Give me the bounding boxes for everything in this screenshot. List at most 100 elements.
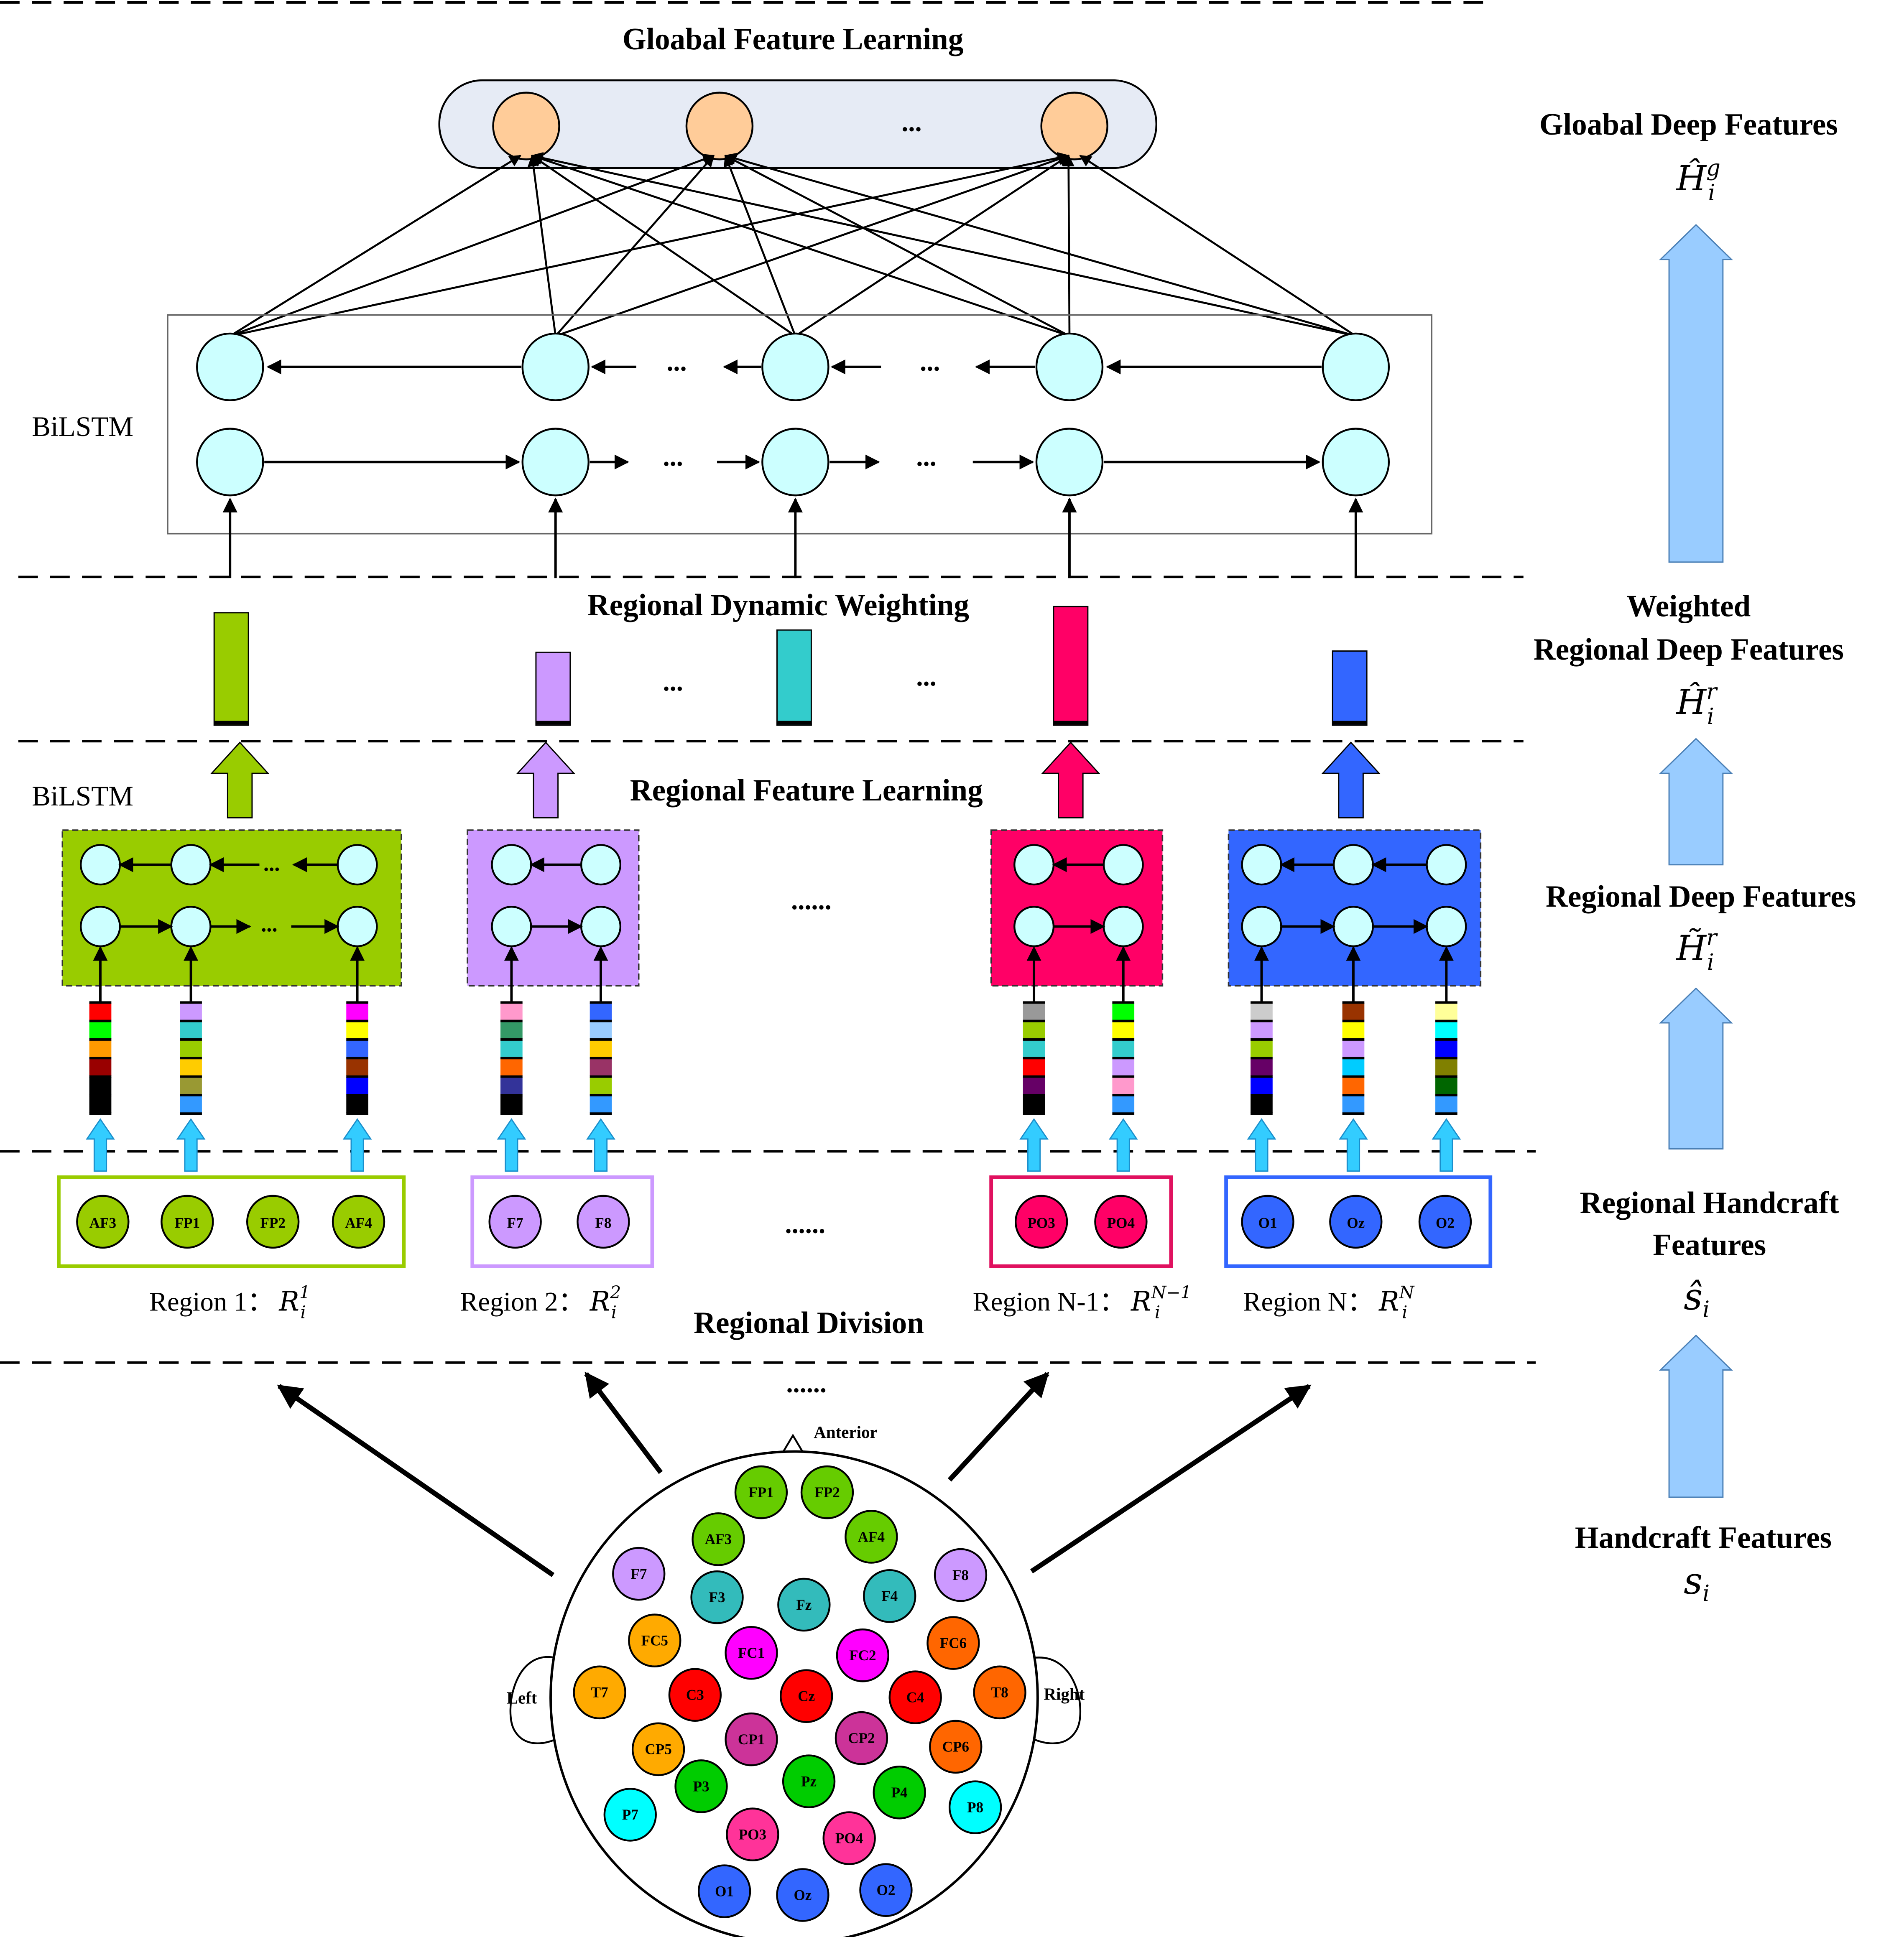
bilstm-backward-node — [1035, 332, 1104, 401]
feature-cell — [590, 1058, 612, 1076]
bilstm-top-box — [167, 314, 1433, 535]
feature-cell — [1112, 1058, 1135, 1076]
feature-cell — [346, 1077, 368, 1095]
feature-cell — [346, 1040, 368, 1058]
weight-bar — [1332, 650, 1368, 726]
feature-cell — [89, 1096, 112, 1113]
feature-cell — [1342, 1003, 1365, 1021]
head-anterior-label: Anterior — [814, 1422, 877, 1442]
math-handcraft: si — [1684, 1559, 1710, 1606]
head-electrode-label: P8 — [967, 1799, 983, 1815]
region-electrode — [1418, 1195, 1472, 1249]
region-output-arrow — [210, 741, 270, 818]
region-electrode — [1014, 1195, 1068, 1249]
right-arrow-handcraft — [1659, 1334, 1733, 1498]
title-regional-dynamic-weighting: Regional Dynamic Weighting — [587, 587, 969, 622]
feature-cell — [89, 1003, 112, 1021]
global-edge — [555, 153, 1070, 337]
feature-cell — [1023, 1077, 1045, 1095]
head-electrode — [888, 1670, 942, 1724]
feature-cell — [1023, 1040, 1045, 1058]
head-electrode — [776, 1868, 829, 1922]
feature-cell — [89, 1040, 112, 1058]
head-electrode-label: C4 — [906, 1689, 924, 1705]
feature-cell — [1251, 1040, 1273, 1058]
feature-cell — [180, 1003, 202, 1021]
feature-cell — [1112, 1003, 1135, 1021]
feature-cell — [500, 1022, 523, 1039]
global-edge — [724, 154, 796, 336]
head-electrode — [859, 1863, 913, 1917]
head-electrode-label: FC6 — [940, 1635, 967, 1651]
head-electrode — [973, 1665, 1026, 1720]
regional-backward-node — [1013, 844, 1055, 886]
global-edge — [229, 155, 521, 337]
region-electrode-label: O2 — [1436, 1215, 1455, 1231]
feature-cell — [1435, 1003, 1457, 1021]
head-arrow-4 — [1030, 1384, 1312, 1574]
head-electrode-label: CP5 — [645, 1741, 671, 1757]
head-electrode-label: F4 — [881, 1588, 898, 1604]
region-electrode-label: F7 — [507, 1215, 523, 1231]
feature-cell — [500, 1058, 523, 1076]
feature-cell — [1342, 1096, 1365, 1113]
global-edge — [795, 155, 1069, 337]
regional-forward-node — [170, 906, 212, 948]
head-electrode — [782, 1754, 836, 1808]
head-electrode — [835, 1711, 888, 1765]
regional-forward-node — [1103, 906, 1144, 948]
regional-forward-node — [1426, 906, 1467, 948]
head-electrode — [948, 1780, 1002, 1834]
region-electrode — [246, 1195, 300, 1249]
region-electrode-label: AF3 — [89, 1215, 116, 1231]
feature-cell — [500, 1040, 523, 1058]
head-left-label: Left — [507, 1688, 537, 1707]
regional-backward-node — [337, 844, 378, 886]
feature-cell — [1112, 1096, 1135, 1113]
global-edge — [531, 153, 1070, 337]
weight-bar — [213, 612, 249, 726]
global-edge — [230, 153, 715, 337]
head-electrode-label: T7 — [591, 1685, 608, 1701]
head-electrode — [725, 1626, 778, 1680]
bilstm-backward-node — [196, 332, 264, 401]
head-right-ear — [1034, 1657, 1082, 1744]
region-electrode-label: FP1 — [175, 1215, 200, 1231]
feature-cell — [500, 1096, 523, 1113]
regional-backward-node — [1241, 844, 1282, 886]
head-electrode — [822, 1811, 876, 1865]
head-electrode — [573, 1665, 626, 1720]
feature-cell — [1435, 1096, 1457, 1113]
feature-cell — [1023, 1022, 1045, 1039]
head-electrode — [929, 1720, 983, 1774]
feature-input-arrow — [342, 1118, 372, 1172]
region-electrode — [577, 1195, 630, 1249]
right-arrow-global — [1659, 224, 1733, 563]
regional-forward-node — [1013, 906, 1055, 948]
separators — [0, 1, 1536, 1364]
feature-cell — [346, 1096, 368, 1113]
regional-backward-node — [1426, 844, 1467, 886]
feature-cell — [89, 1077, 112, 1095]
feature-cell — [590, 1003, 612, 1021]
weight-ellipsis-1: ... — [663, 666, 683, 696]
head-left-ear — [509, 1656, 556, 1744]
weight-bar — [1053, 606, 1089, 726]
bilstm-ellipsis: ... — [916, 441, 936, 472]
label-regional-handcraft: Regional Handcraft — [1580, 1185, 1839, 1220]
region-electrode-label: AF4 — [345, 1215, 372, 1231]
head-electrode — [725, 1712, 778, 1766]
head-electrode — [873, 1765, 926, 1820]
feature-input-arrow — [1432, 1118, 1461, 1172]
head-electrode-label: F8 — [952, 1567, 969, 1583]
global-edge — [531, 155, 796, 337]
feature-input-arrow — [497, 1118, 526, 1172]
feature-cell — [180, 1058, 202, 1076]
regional-forward-node — [491, 906, 532, 948]
